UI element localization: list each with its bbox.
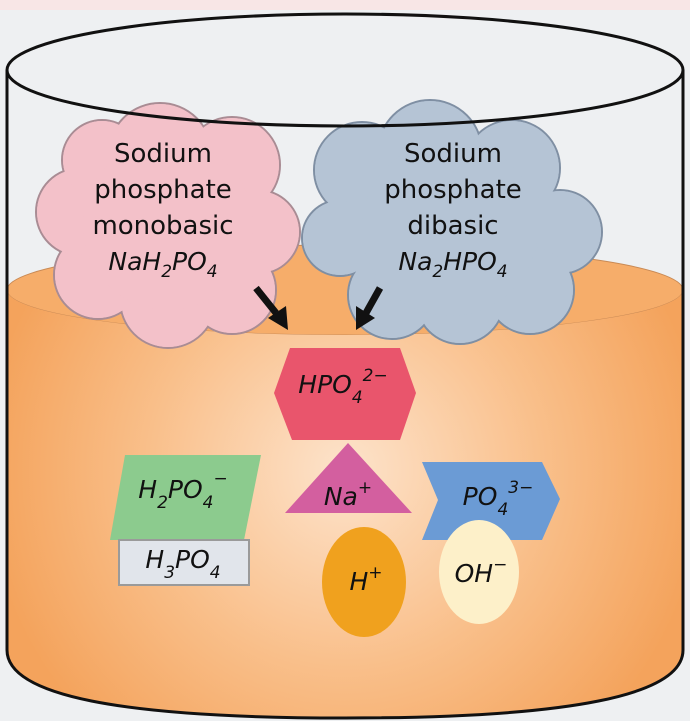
dibasic-line3: dibasic xyxy=(407,211,498,241)
h2po4-ion: H2PO4− xyxy=(110,455,261,540)
svg-text:OH−: OH− xyxy=(455,555,508,588)
po4-ion: PO43− xyxy=(422,462,560,540)
svg-text:PO43−: PO43− xyxy=(463,478,534,520)
monobasic-line3: monobasic xyxy=(92,211,233,241)
arrow-icon-left xyxy=(253,285,288,330)
cloud-dibasic xyxy=(301,99,603,345)
dibasic-line2: phosphate xyxy=(384,175,522,205)
dibasic-formula: Na2HPO4 xyxy=(398,247,507,282)
svg-text:H+: H+ xyxy=(349,563,382,596)
monobasic-line2: phosphate xyxy=(94,175,232,205)
monobasic-line1: Sodium xyxy=(114,139,212,169)
top-band xyxy=(0,0,690,10)
h-ion: H+ xyxy=(322,527,406,637)
svg-text:H3PO4: H3PO4 xyxy=(145,545,220,583)
na-ion: Na+ xyxy=(285,443,412,513)
h3po4-molecule: H3PO4 xyxy=(118,539,250,586)
hpo4-ion: HPO42− xyxy=(274,348,416,440)
cloud-monobasic xyxy=(35,102,301,349)
svg-text:Na+: Na+ xyxy=(324,478,372,511)
svg-text:H2PO4−: H2PO4− xyxy=(138,469,227,513)
arrow-icon-right xyxy=(356,286,384,330)
beaker-body xyxy=(5,70,685,720)
monobasic-formula: NaH2PO4 xyxy=(108,247,217,282)
dibasic-line1: Sodium xyxy=(404,139,502,169)
beaker-rim xyxy=(5,12,685,128)
svg-text:HPO42−: HPO42− xyxy=(298,366,387,408)
oh-ion: OH− xyxy=(439,520,519,624)
